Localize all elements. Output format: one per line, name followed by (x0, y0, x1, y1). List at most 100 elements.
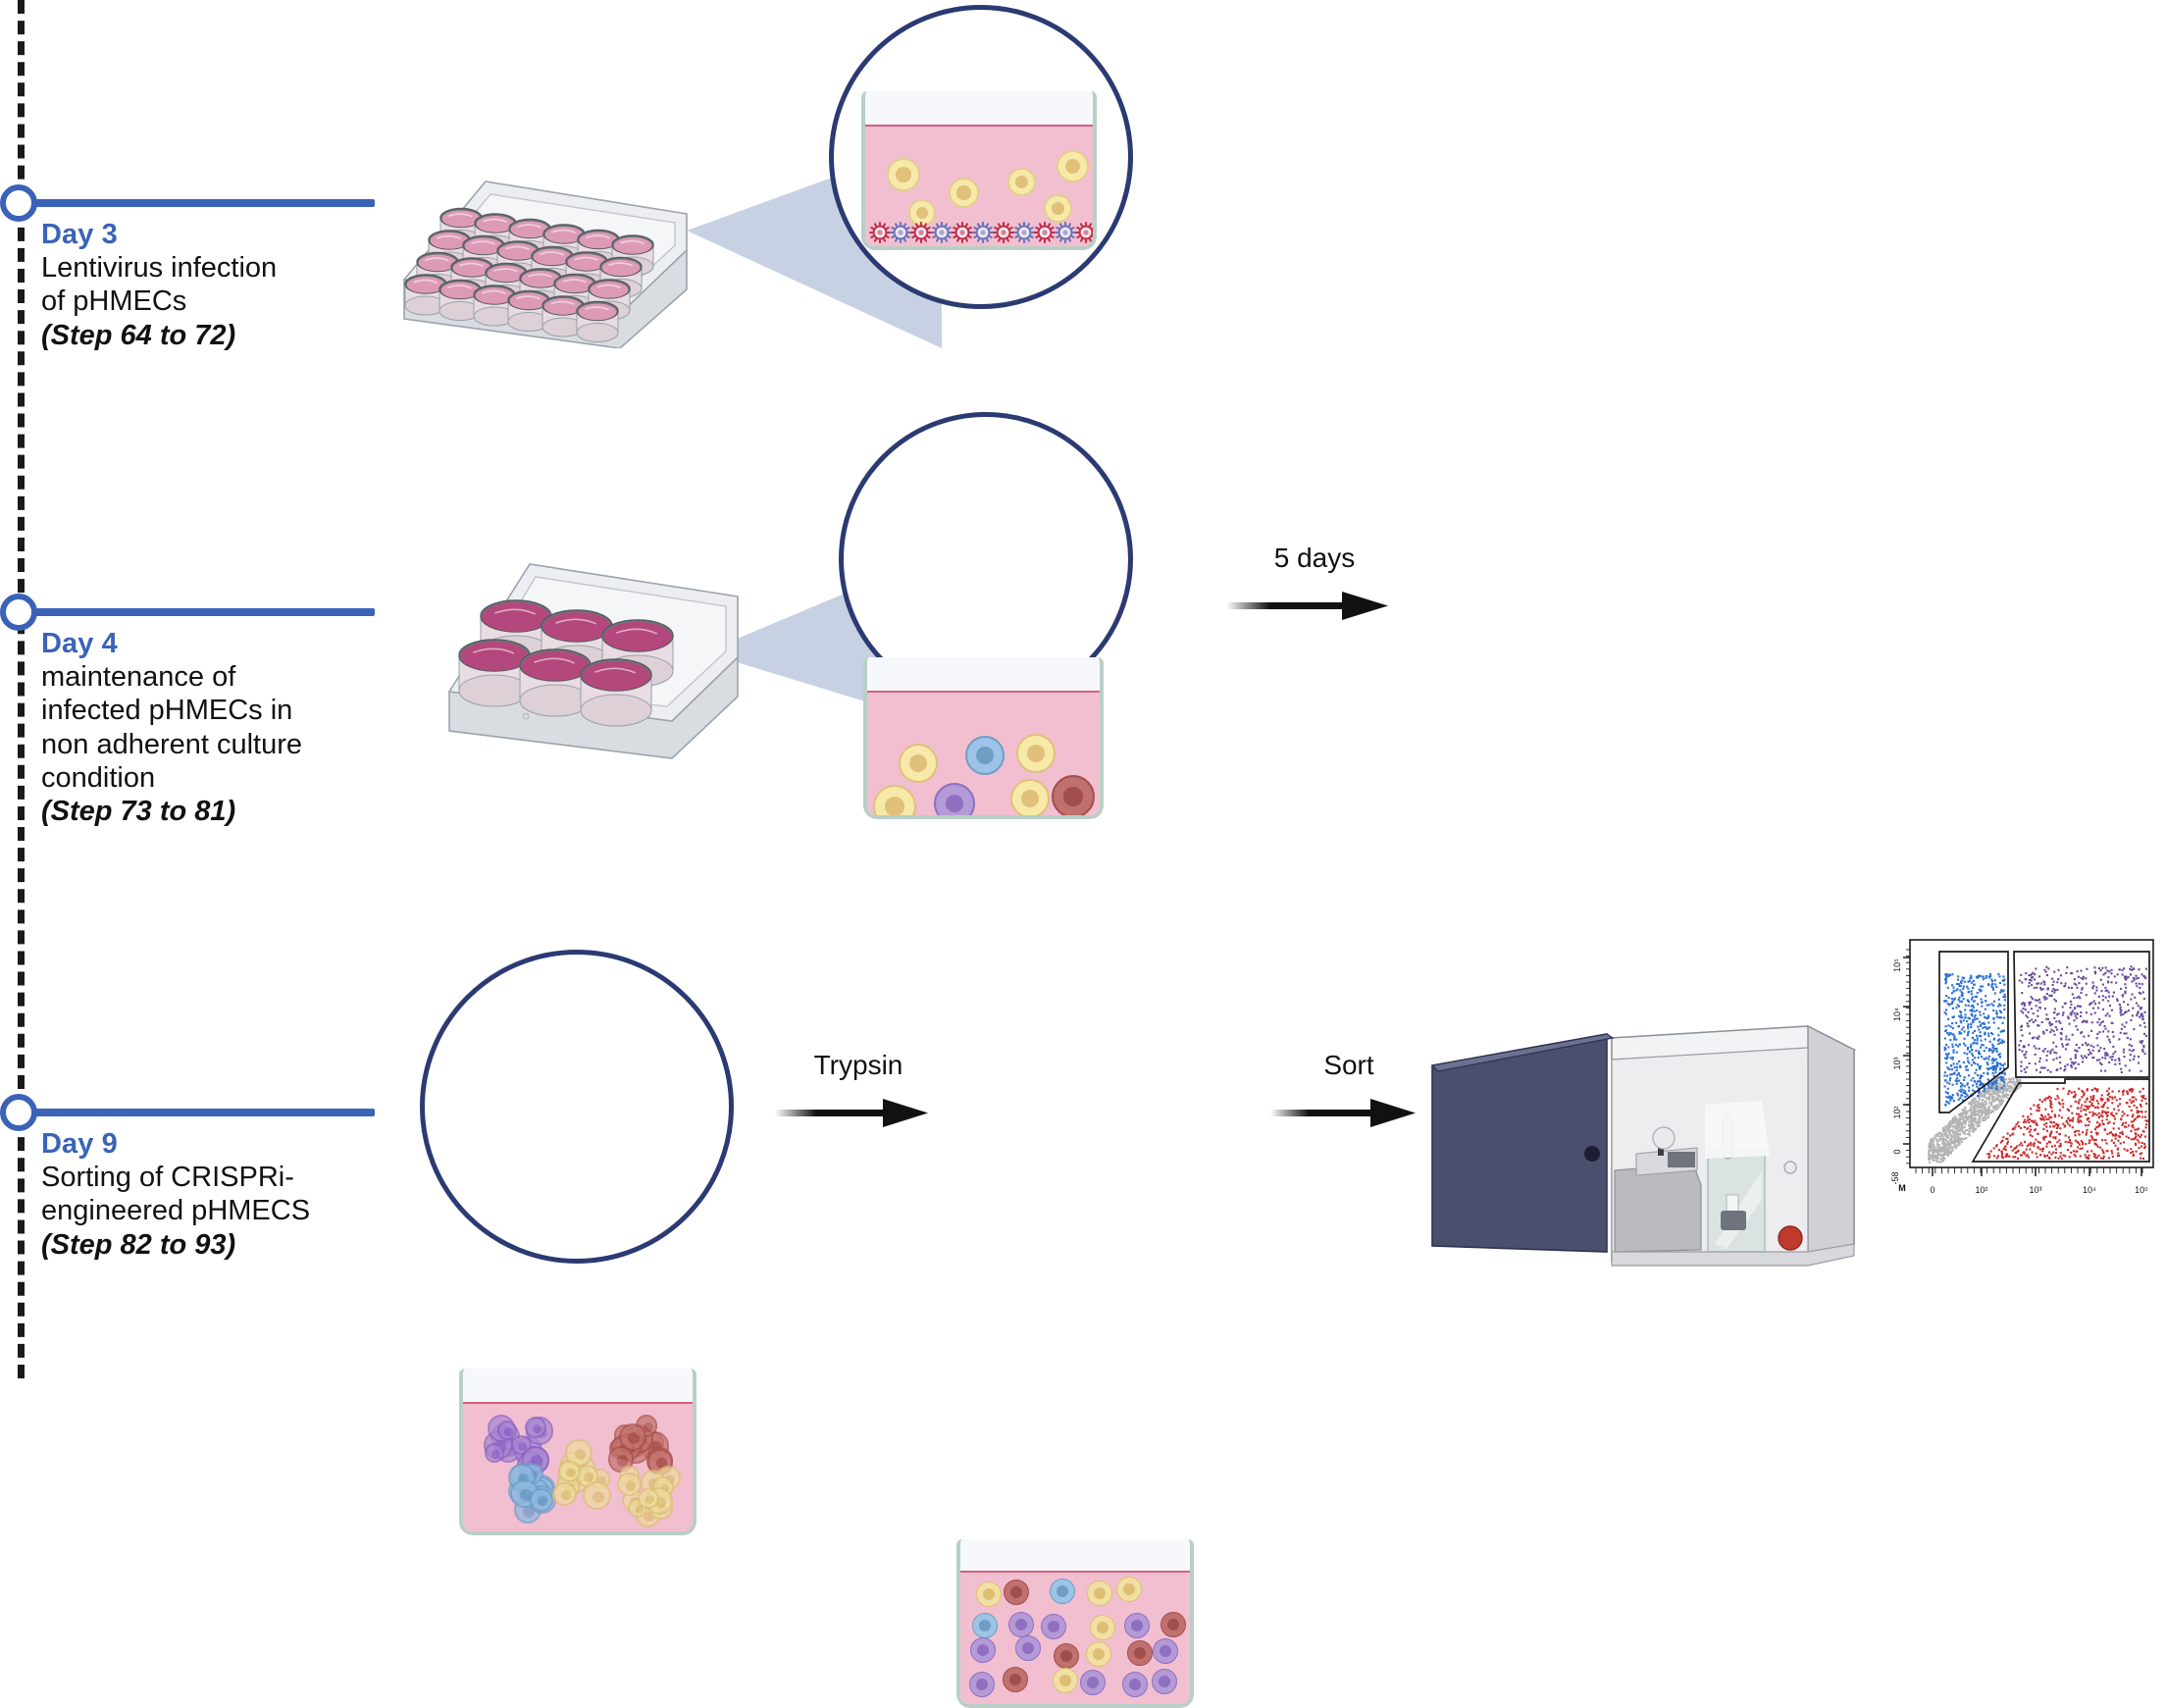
virus-particle (993, 222, 1014, 243)
cell-nucleus (1059, 1674, 1072, 1686)
timeline-day-day9: Day 9 (41, 1128, 118, 1160)
timeline-day-day3: Day 3 (41, 219, 118, 250)
cell (968, 1672, 995, 1698)
cell (971, 1612, 998, 1638)
cell-nucleus (1128, 1679, 1141, 1691)
virus-particle (1055, 222, 1076, 243)
cell-nucleus (956, 185, 971, 200)
cell-nucleus (983, 1588, 996, 1601)
timeline-desc-line2-day4: infected pHMECs in (41, 695, 293, 727)
cell-nucleus (1122, 1582, 1135, 1595)
timeline-steps-day4: (Step 73 to 81) (41, 796, 236, 828)
timeline-desc-line1-day3: Lentivirus infection (41, 252, 278, 285)
cell-nucleus (1059, 1649, 1072, 1662)
cell (1052, 775, 1095, 815)
timeline-node-day4[interactable] (0, 594, 37, 631)
cell (1053, 1667, 1079, 1693)
timeline-desc-line1-day4: maintenance of (41, 661, 236, 694)
timeline-dashed-axis (18, 0, 25, 1378)
cell-nucleus (1133, 1646, 1146, 1659)
virus-particle (890, 222, 911, 243)
trypsin-arrow-label: Trypsin (813, 1050, 903, 1080)
dissociated-cells-dish (956, 1539, 1194, 1708)
cell (873, 785, 916, 815)
cell-spheroid (608, 1463, 687, 1531)
sort-arrow-label: Sort (1323, 1050, 1374, 1080)
x-tick-5: 10⁵ (2135, 1185, 2148, 1195)
cell-nucleus (1086, 1676, 1099, 1688)
cell-nucleus (945, 794, 964, 813)
timeline-steps-day3: (Step 64 to 72) (41, 319, 236, 351)
virus-particle (869, 222, 891, 243)
virus-particle (1034, 222, 1056, 243)
cell-nucleus (1057, 1585, 1069, 1598)
timeline-node-day9[interactable] (0, 1094, 37, 1131)
timeline-desc-line1-day9: Sorting of CRISPRi- (41, 1162, 294, 1194)
cell (1014, 1635, 1041, 1662)
x-tick-2: 10² (1975, 1185, 1987, 1195)
virus-particle (952, 222, 973, 243)
timeline-node-day3[interactable] (0, 184, 37, 222)
cell (1007, 1612, 1034, 1638)
x-tick-4: 10⁴ (2083, 1185, 2096, 1195)
cell (887, 158, 920, 191)
lower-right-gate (1971, 1078, 2150, 1163)
y-origin-label: -58 (1890, 1171, 1900, 1184)
flow-cytometer-sorter (1430, 1024, 1857, 1267)
y-tick-0: 0 (1892, 1149, 1902, 1154)
virus-particle (910, 222, 932, 243)
cell (1079, 1669, 1106, 1695)
y-tick-3: 10³ (1892, 1057, 1902, 1069)
cell (1044, 194, 1072, 223)
cell (1010, 779, 1050, 815)
cell-nucleus (885, 797, 904, 815)
cell-nucleus (1096, 1621, 1109, 1633)
timeline-tick-line-day9 (22, 1109, 375, 1116)
cell-nucleus (977, 1644, 990, 1657)
cell (965, 736, 1005, 775)
timeline-day-day4: Day 4 (41, 628, 118, 659)
cell (1040, 1613, 1066, 1639)
cell-nucleus (975, 1679, 988, 1691)
timeline-desc-line3-day4: non adherent culture (41, 728, 303, 760)
cell-nucleus (1021, 790, 1039, 807)
cell (949, 178, 979, 208)
cell-nucleus (915, 206, 929, 220)
upper-left-gate (1938, 951, 2009, 1113)
virus-particle (972, 222, 994, 243)
upper-right-gate (2013, 951, 2150, 1078)
virus-particle (1013, 222, 1035, 243)
cell-nucleus (1159, 1645, 1171, 1658)
24-well-plate (402, 181, 688, 348)
cell-nucleus (1094, 1586, 1107, 1599)
y-tick-4: 10⁴ (1892, 1008, 1902, 1021)
magnifier-circle-row3 (420, 950, 734, 1264)
cell-nucleus (1021, 1642, 1034, 1655)
cell-nucleus (1051, 201, 1065, 216)
cell (1121, 1672, 1148, 1698)
cell (1126, 1639, 1153, 1666)
magnified-well-suspension (863, 657, 1104, 819)
timeline-desc-line4-day4: condition (41, 761, 156, 794)
timeline-tick-line-day3 (22, 199, 375, 207)
cell-nucleus (1131, 1619, 1144, 1631)
cell-nucleus (1064, 158, 1081, 175)
timeline-label-day4: Day 4 maintenance of infected pHMECs in … (41, 627, 375, 828)
cell-nucleus (1009, 1674, 1022, 1686)
6-well-plate (447, 563, 739, 759)
cell (1089, 1614, 1115, 1640)
virus-particle (931, 222, 953, 243)
cell-nucleus (1159, 1675, 1170, 1687)
y-tick-2: 10² (1892, 1106, 1902, 1118)
cell-nucleus (978, 1619, 991, 1631)
cell (899, 744, 938, 783)
cell (1085, 1640, 1111, 1667)
timeline-desc-line2-day3: of pHMECs (41, 285, 187, 318)
virus-particle (1075, 222, 1093, 243)
timeline-label-day3: Day 3 Lentivirus infection of pHMECs (St… (41, 218, 375, 352)
timeline-desc-line2-day9: engineered pHMECS (41, 1195, 311, 1227)
cell-nucleus (1027, 745, 1045, 762)
arrow-right-icon (1226, 592, 1388, 620)
cell-nucleus (909, 754, 927, 772)
y-tick-5: 10⁵ (1892, 958, 1902, 972)
